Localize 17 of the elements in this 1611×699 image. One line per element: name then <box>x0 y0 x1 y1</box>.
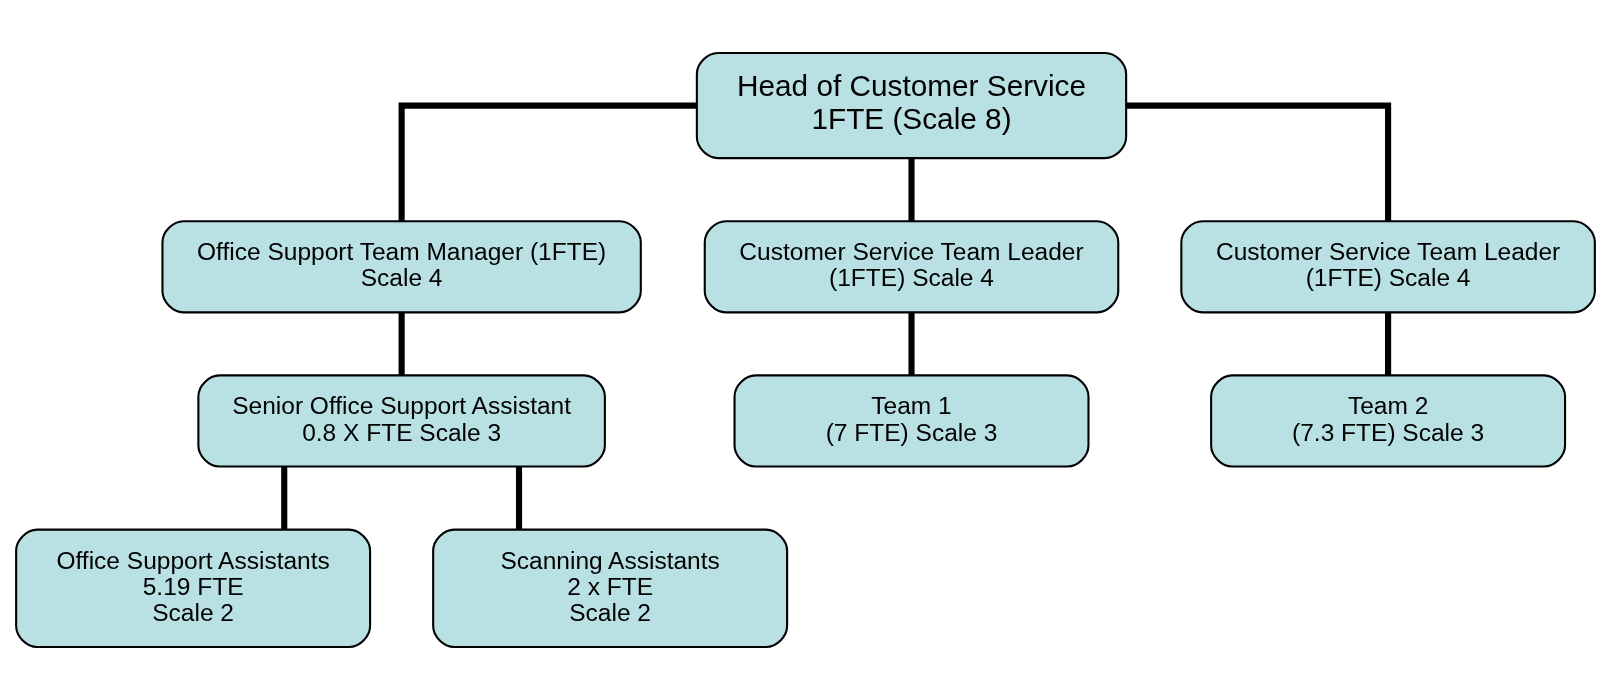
node-box: Team 2 (7.3 FTE) Scale 3 <box>1210 373 1567 468</box>
connector <box>1385 312 1392 375</box>
connector <box>398 102 697 221</box>
connector <box>515 466 523 529</box>
node-box: Senior Office Support Assistant 0.8 X FTE Scale 3 <box>197 373 606 468</box>
node-box: Head of Customer Service 1FTE (Scale 8) <box>695 51 1128 159</box>
connector <box>908 312 915 375</box>
node-box: Scanning Assistants 2 x FTE Scale 2 <box>432 528 789 648</box>
node-box: Office Support Assistants 5.19 FTE Scale 2 <box>15 528 372 648</box>
connector <box>908 157 915 221</box>
node-box: Office Support Team Manager (1FTE) Scale 4 <box>161 219 642 313</box>
connector <box>398 312 405 375</box>
node-box: Customer Service Team Leader (1FTE) Scale 4 <box>703 219 1120 313</box>
connector <box>1126 102 1392 221</box>
node-box: Customer Service Team Leader (1FTE) Scale 4 <box>1180 219 1596 313</box>
node-box: Team 1 (7 FTE) Scale 3 <box>733 373 1090 468</box>
connector <box>281 466 288 529</box>
